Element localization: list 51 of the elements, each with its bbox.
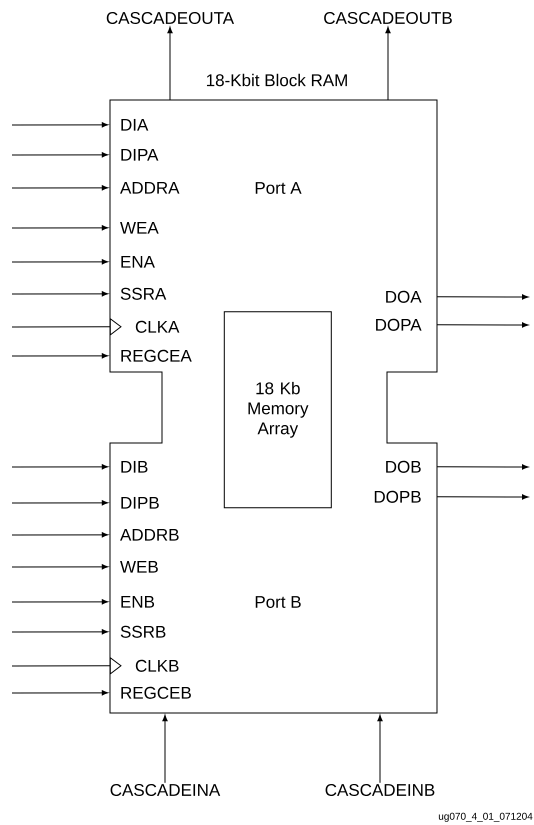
pin-label: SSRB (120, 626, 166, 638)
signal-label: CASCADEINB (326, 784, 434, 796)
pin-label: WEB (120, 560, 158, 573)
arrow (12, 353, 108, 358)
figure-id: ug070_4_01_071204 (438, 812, 532, 822)
arrow (436, 494, 528, 500)
pin-label: WEA (120, 222, 159, 234)
port-label: Port B (256, 596, 301, 608)
arrow (12, 259, 108, 264)
arrow (377, 714, 383, 784)
arrow (436, 464, 528, 470)
pin-label: ENB (121, 596, 154, 608)
signal-label: CASCADEINA (110, 784, 220, 796)
pin-label: DIPB (121, 496, 159, 509)
signal-label: CASCADEOUTA (106, 12, 234, 24)
arrow (167, 26, 173, 100)
pin-label: DOPB (374, 490, 421, 503)
node-label: 18-Kbit Block RAM (206, 74, 347, 86)
arrow (12, 532, 108, 538)
arrow (12, 291, 108, 296)
arrow (436, 294, 528, 300)
arrow (12, 629, 108, 634)
arrow (12, 152, 108, 158)
pin-label: DIB (121, 460, 148, 473)
arrow (12, 185, 108, 190)
arrow (385, 26, 391, 100)
pin-label: ENA (121, 256, 155, 268)
pin-label: DOPA (376, 318, 422, 331)
pin-label: REGCEA (121, 350, 192, 362)
arrow (12, 690, 108, 696)
signal-label: CASCADEOUTB (324, 12, 452, 24)
pin-label: DIPA (121, 148, 158, 161)
arrow (12, 225, 108, 230)
pin-label: DOB (386, 460, 421, 473)
pin-label: CLKB (136, 660, 178, 672)
arrow (12, 464, 108, 470)
pin-label: DIA (121, 118, 148, 131)
arrow (12, 500, 108, 506)
arrow (162, 714, 168, 784)
port-label: Port A (256, 182, 302, 194)
pin-label: REGCEB (121, 686, 191, 699)
pin-label: ADDRB (120, 528, 179, 541)
pin-label: DOA (386, 290, 422, 303)
pin-label: ADDRA (120, 182, 180, 194)
memory-array-box: 18 Kb Memory Array (224, 311, 332, 508)
pin-label: CLKA (136, 320, 180, 333)
arrow (12, 564, 108, 570)
arrow (12, 122, 108, 128)
arrow (436, 322, 528, 328)
pin-label: SSRA (120, 288, 166, 300)
arrow (12, 599, 108, 604)
